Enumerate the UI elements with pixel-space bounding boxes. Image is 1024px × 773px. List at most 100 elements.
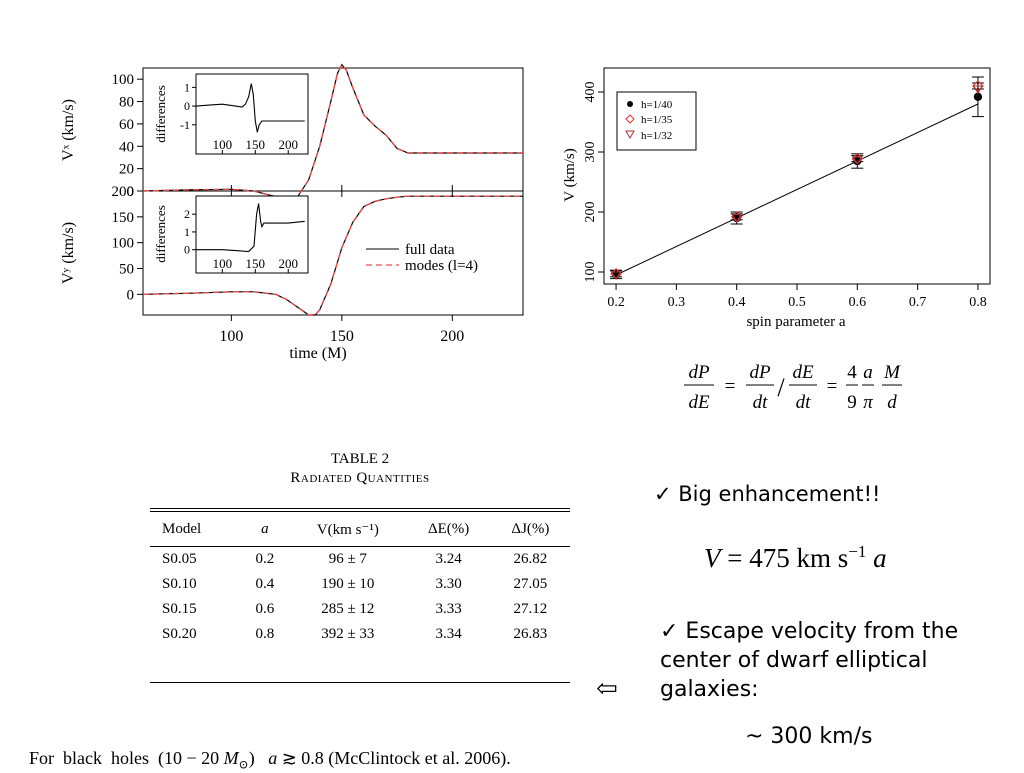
modes-series-line: [142, 195, 523, 316]
legend-label-h40: h=1/40: [641, 99, 673, 111]
vy-curves: [142, 195, 523, 316]
table-cell: 285 ± 12: [321, 601, 375, 617]
vy-tick-label: 100: [112, 236, 135, 252]
eq-equals-2: =: [827, 376, 838, 397]
spin-y-tick-label: 200: [583, 202, 598, 223]
inset-x-tick-label: 200: [278, 137, 298, 152]
formula-coef: 475: [749, 543, 790, 573]
legend-modes-label: modes (l=4): [405, 258, 478, 274]
table-header-row: Model a V(km s⁻¹) ΔE(%) ΔJ(%): [150, 511, 570, 547]
legend-label-h32: h=1/32: [641, 130, 672, 142]
vx-tick-label: 100: [112, 72, 135, 88]
vy-tick-label: 0: [127, 287, 135, 303]
col-velocity: V(km s⁻¹): [289, 511, 407, 547]
vx-curves: [142, 63, 523, 201]
table-cell: 3.33: [435, 601, 462, 617]
escape-velocity-note: ✓ Escape velocity from the center of dwa…: [660, 617, 958, 704]
escape-line-3: galaxies:: [660, 677, 759, 702]
vy-axis-label: Vʸ (km/s): [60, 222, 77, 284]
table-cell: 27.12: [513, 601, 548, 617]
eq-r1-num: 4: [847, 362, 857, 383]
dpde-equation: dP dE = dP dt / dE dt = 4 9 a π M d: [684, 362, 902, 413]
vy-tick-label: 150: [112, 210, 135, 226]
escape-line-1: ✓ Escape velocity from the: [660, 619, 959, 644]
point-h32: [851, 156, 863, 165]
radiated-quantities-table: Model a V(km s⁻¹) ΔE(%) ΔJ(%) S0.05 0.2 …: [150, 511, 570, 647]
eq-m2-den: dt: [796, 392, 812, 413]
col-model: Model: [150, 511, 241, 547]
spin-y-axis-label: V (km/s): [562, 148, 578, 201]
table-cell: 96 ± 7: [328, 551, 367, 567]
table-caption: TABLE 2 Radiated Quantities: [150, 450, 570, 488]
point-h32: [731, 213, 743, 223]
inset-x-tick-label: 100: [213, 256, 233, 271]
eq-r2-den: π: [863, 392, 873, 413]
time-tick-label: 100: [219, 328, 243, 345]
eq-r1-den: 9: [847, 392, 857, 413]
time-tick-label: 150: [330, 328, 354, 345]
eq-lhs-den: dE: [688, 392, 710, 413]
inset-x-tick-label: 150: [246, 137, 266, 152]
vx-inset-ylabel: differences: [153, 85, 168, 143]
legend-marker-diamond: [625, 114, 635, 124]
inset-x-tick-label: 150: [246, 256, 266, 271]
inset-difference-line: [196, 203, 305, 253]
table-cell: 392 ± 33: [321, 626, 375, 642]
table-cell: 0.2: [255, 551, 275, 567]
spin-x-tick-label: 0.4: [728, 295, 746, 310]
footnote-sun: ⊙: [238, 757, 249, 772]
footnote-a: a: [268, 748, 278, 768]
table-cell: 3.30: [435, 576, 462, 592]
table-row: S0.05 0.2 96 ± 7 3.24 26.82: [150, 547, 570, 573]
formula-unit: km s: [796, 543, 849, 573]
spin-x-tick-label: 0.8: [969, 295, 987, 310]
vy-inset-ylabel: differences: [153, 205, 168, 263]
table-caption-subtitle: Radiated Quantities: [290, 470, 430, 486]
inset-difference-line: [195, 83, 305, 133]
table-cell: S0.10: [162, 576, 197, 592]
table-cell: 0.8: [255, 626, 275, 642]
formula-equals: =: [727, 543, 743, 573]
vy-legend: full data modes (l=4): [366, 242, 478, 274]
spin-data-points: [610, 76, 984, 281]
table-top-rule: [150, 508, 570, 509]
spin-x-tick-label: 0.7: [909, 295, 927, 310]
legend-label-h35: h=1/35: [641, 114, 673, 126]
col-a: a: [240, 511, 290, 547]
inset-x-tick-label: 100: [213, 137, 233, 152]
table-cell: S0.05: [162, 551, 197, 567]
table-cell: 26.83: [513, 626, 548, 642]
table-cell: 190 ± 10: [321, 576, 375, 592]
spin-y-tick-label: 300: [583, 142, 598, 163]
table-cell: 3.24: [435, 551, 462, 567]
table-cell: 26.82: [513, 551, 548, 567]
spin-x-axis-label: spin parameter a: [746, 314, 845, 330]
formula-a: a: [873, 543, 887, 573]
footnote-mass: M: [223, 748, 239, 768]
table-caption-title: TABLE 2: [330, 451, 390, 467]
footnote-prefix: For black holes (10 − 20: [29, 748, 224, 768]
vx-tick-label: 60: [119, 117, 134, 133]
footnote-rel: ≳ 0.8 (McClintock et al. 2006).: [277, 748, 511, 768]
table-cell: 27.05: [513, 576, 548, 592]
col-delta-j: ΔJ(%): [490, 511, 570, 547]
inset-y-tick-label: -1: [180, 118, 190, 132]
footnote-mid: ): [248, 748, 269, 768]
black-hole-footnote: For black holes (10 − 20 M⊙) a ≳ 0.8 (Mc…: [20, 727, 511, 773]
modes-series-line: [142, 63, 523, 201]
time-axis-label: time (M): [289, 345, 346, 362]
table-cell: 0.6: [255, 601, 275, 617]
spin-x-tick-label: 0.2: [607, 295, 625, 310]
point-h35: [972, 80, 984, 92]
table-row: S0.20 0.8 392 ± 33 3.34 26.83: [150, 622, 570, 647]
escape-velocity-value: ~ 300 km/s: [745, 724, 873, 749]
spin-x-tick-label: 0.3: [668, 295, 686, 310]
legend-full-data-label: full data: [405, 242, 455, 258]
spin-y-tick-label: 100: [583, 262, 598, 283]
eq-r3-num: M: [883, 362, 901, 383]
eq-lhs-num: dP: [688, 362, 710, 383]
